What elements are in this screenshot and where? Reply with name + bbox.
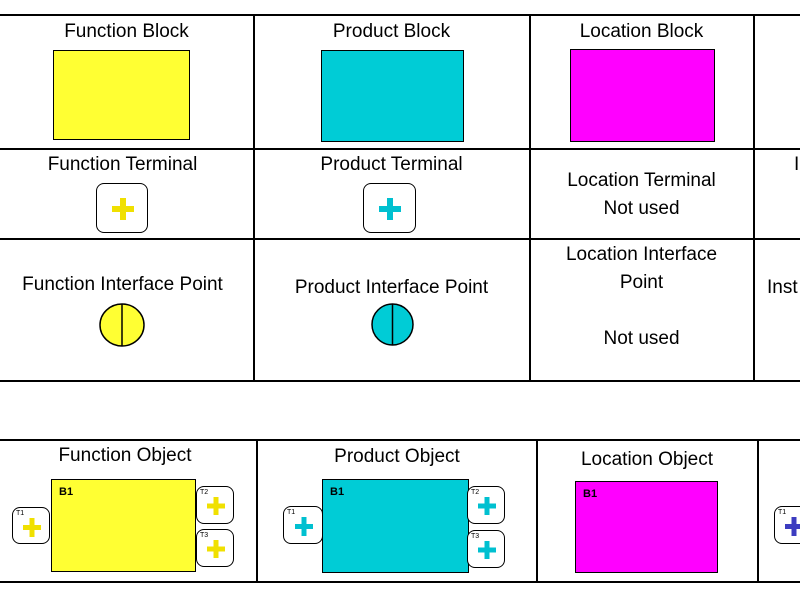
function-block-shape xyxy=(53,50,190,140)
location-interface-point-title-line1: Location Interface xyxy=(565,244,718,265)
location-block-title: Location Block xyxy=(579,21,704,42)
product-terminal-symbol xyxy=(363,183,416,233)
function-interface-point-title: Function Interface Point xyxy=(22,274,223,295)
top-table-row-divider-1 xyxy=(0,148,800,150)
terminal-label: T2 xyxy=(200,489,209,496)
product-block-shape xyxy=(321,50,464,142)
terminal-label: T1 xyxy=(287,509,296,516)
product-block-title: Product Block xyxy=(332,21,451,42)
cut-off-terminal-title: I xyxy=(794,154,800,175)
function-object-block: B1 xyxy=(51,479,196,572)
plus-icon xyxy=(207,540,225,558)
top-table-col-divider-2 xyxy=(529,14,531,381)
plus-icon xyxy=(379,198,401,220)
location-terminal-title: Location Terminal xyxy=(567,170,716,191)
function-block-title: Function Block xyxy=(64,21,189,42)
plus-icon xyxy=(207,497,225,515)
plus-icon xyxy=(112,198,134,220)
top-table-col-divider-1 xyxy=(253,14,255,381)
block-label: B1 xyxy=(59,486,74,498)
function-object-terminal-t2: T2 xyxy=(196,486,234,524)
product-object-terminal-t1: T1 xyxy=(283,506,323,544)
function-terminal-title: Function Terminal xyxy=(47,154,198,175)
location-interface-point-status: Not used xyxy=(603,328,680,349)
location-block-shape xyxy=(570,49,715,142)
bottom-table-border-top xyxy=(0,439,800,441)
location-terminal-status: Not used xyxy=(603,198,680,219)
terminal-label: T1 xyxy=(16,510,25,517)
plus-icon xyxy=(785,517,800,536)
terminal-label: T3 xyxy=(200,532,209,539)
top-table-row-divider-2 xyxy=(0,238,800,240)
top-table-border-top xyxy=(0,14,800,16)
terminal-label: T1 xyxy=(778,509,787,516)
function-object-terminal-t1: T1 xyxy=(12,507,50,544)
block-label: B1 xyxy=(583,488,598,500)
top-table-border-bottom xyxy=(0,380,800,382)
bottom-table-col-divider-2 xyxy=(536,439,538,582)
product-object-terminal-t2: T2 xyxy=(467,486,505,524)
location-object-block: B1 xyxy=(575,481,718,573)
instance-object-terminal-t1: T1 xyxy=(774,506,800,544)
bottom-table-border-bottom xyxy=(0,581,800,583)
plus-icon xyxy=(478,541,496,559)
plus-icon xyxy=(23,518,41,537)
product-object-block: B1 xyxy=(322,479,469,573)
bottom-table-col-divider-3 xyxy=(757,439,759,582)
function-terminal-symbol xyxy=(96,183,148,233)
location-object-title: Location Object xyxy=(580,449,714,470)
plus-icon xyxy=(478,497,496,515)
top-table-col-divider-3 xyxy=(753,14,755,381)
function-object-terminal-t3: T3 xyxy=(196,529,234,567)
plus-icon xyxy=(295,517,313,536)
function-interface-point-symbol xyxy=(98,303,146,347)
location-interface-point-title-line2: Point xyxy=(619,272,664,293)
bottom-table-col-divider-1 xyxy=(256,439,258,582)
block-label: B1 xyxy=(330,486,345,498)
product-object-title: Product Object xyxy=(334,446,460,467)
function-object-title: Function Object xyxy=(58,445,192,466)
product-object-terminal-t3: T3 xyxy=(467,530,505,568)
cut-off-interface-point-title: Inst xyxy=(767,277,798,298)
terminal-label: T2 xyxy=(471,489,480,496)
product-terminal-title: Product Terminal xyxy=(320,154,463,175)
product-interface-point-symbol xyxy=(371,303,414,346)
product-interface-point-title: Product Interface Point xyxy=(294,277,489,298)
terminal-label: T3 xyxy=(471,533,480,540)
